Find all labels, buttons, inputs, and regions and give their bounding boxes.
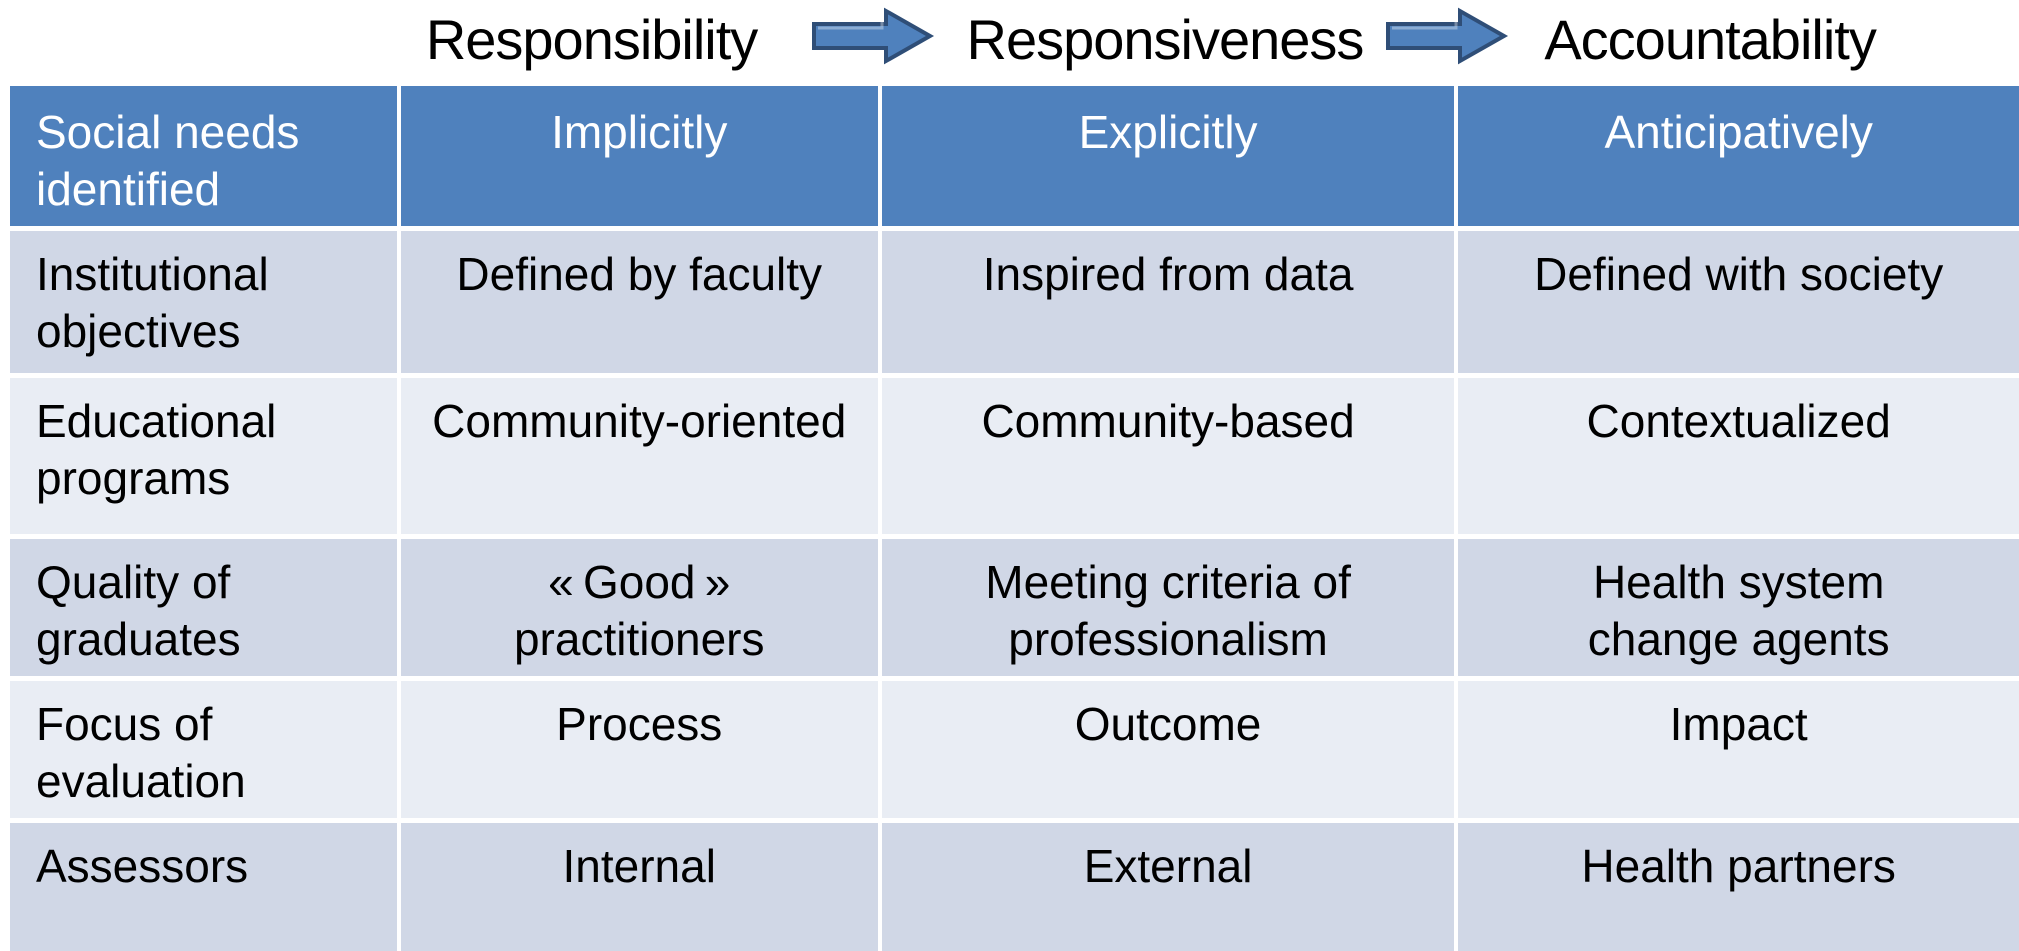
table-cell: External: [881, 823, 1455, 951]
column-header-social-needs: Social needs identified: [10, 86, 397, 226]
stage-label-responsibility: Responsibility: [425, 8, 758, 71]
table-cell: Outcome: [881, 681, 1455, 818]
table-cell: Health partners: [1458, 823, 2019, 951]
column-header-implicitly: Implicitly: [400, 86, 878, 226]
table-cell: Community-based: [881, 378, 1455, 534]
table-cell: Internal: [400, 823, 878, 951]
table-cell: Defined by faculty: [400, 231, 878, 373]
row-header-quality-of-graduates: Quality of graduates: [10, 539, 397, 676]
right-arrow-icon: [812, 7, 935, 65]
right-arrow-icon: [1385, 7, 1508, 65]
row-header-assessors: Assessors: [10, 823, 397, 951]
table-cell: Defined with society: [1458, 231, 2019, 373]
row-header-focus-of-evaluation: Focus of evaluation: [10, 681, 397, 818]
column-header-anticipatively: Anticipatively: [1458, 86, 2019, 226]
row-header-educational-programs: Educational programs: [10, 378, 397, 534]
table-cell: Inspired from data: [881, 231, 1455, 373]
table-cell: Meeting criteria of professionalism: [881, 539, 1455, 676]
table-cell: Health system change agents: [1458, 539, 2019, 676]
stage-label-accountability: Accountability: [1544, 8, 1877, 71]
table-cell: Contextualized: [1458, 378, 2019, 534]
table-cell: « Good » practitioners: [400, 539, 878, 676]
stage-flow: Responsibility Responsiveness Accountabi…: [0, 0, 2019, 86]
table-cell: Process: [400, 681, 878, 818]
table-cell: Community-oriented: [400, 378, 878, 534]
comparison-table: Social needs identified Implicitly Expli…: [0, 86, 2019, 951]
column-header-explicitly: Explicitly: [881, 86, 1455, 226]
stage-label-responsiveness: Responsiveness: [966, 8, 1365, 71]
row-header-institutional-objectives: Institutional objectives: [10, 231, 397, 373]
table-cell: Impact: [1458, 681, 2019, 818]
